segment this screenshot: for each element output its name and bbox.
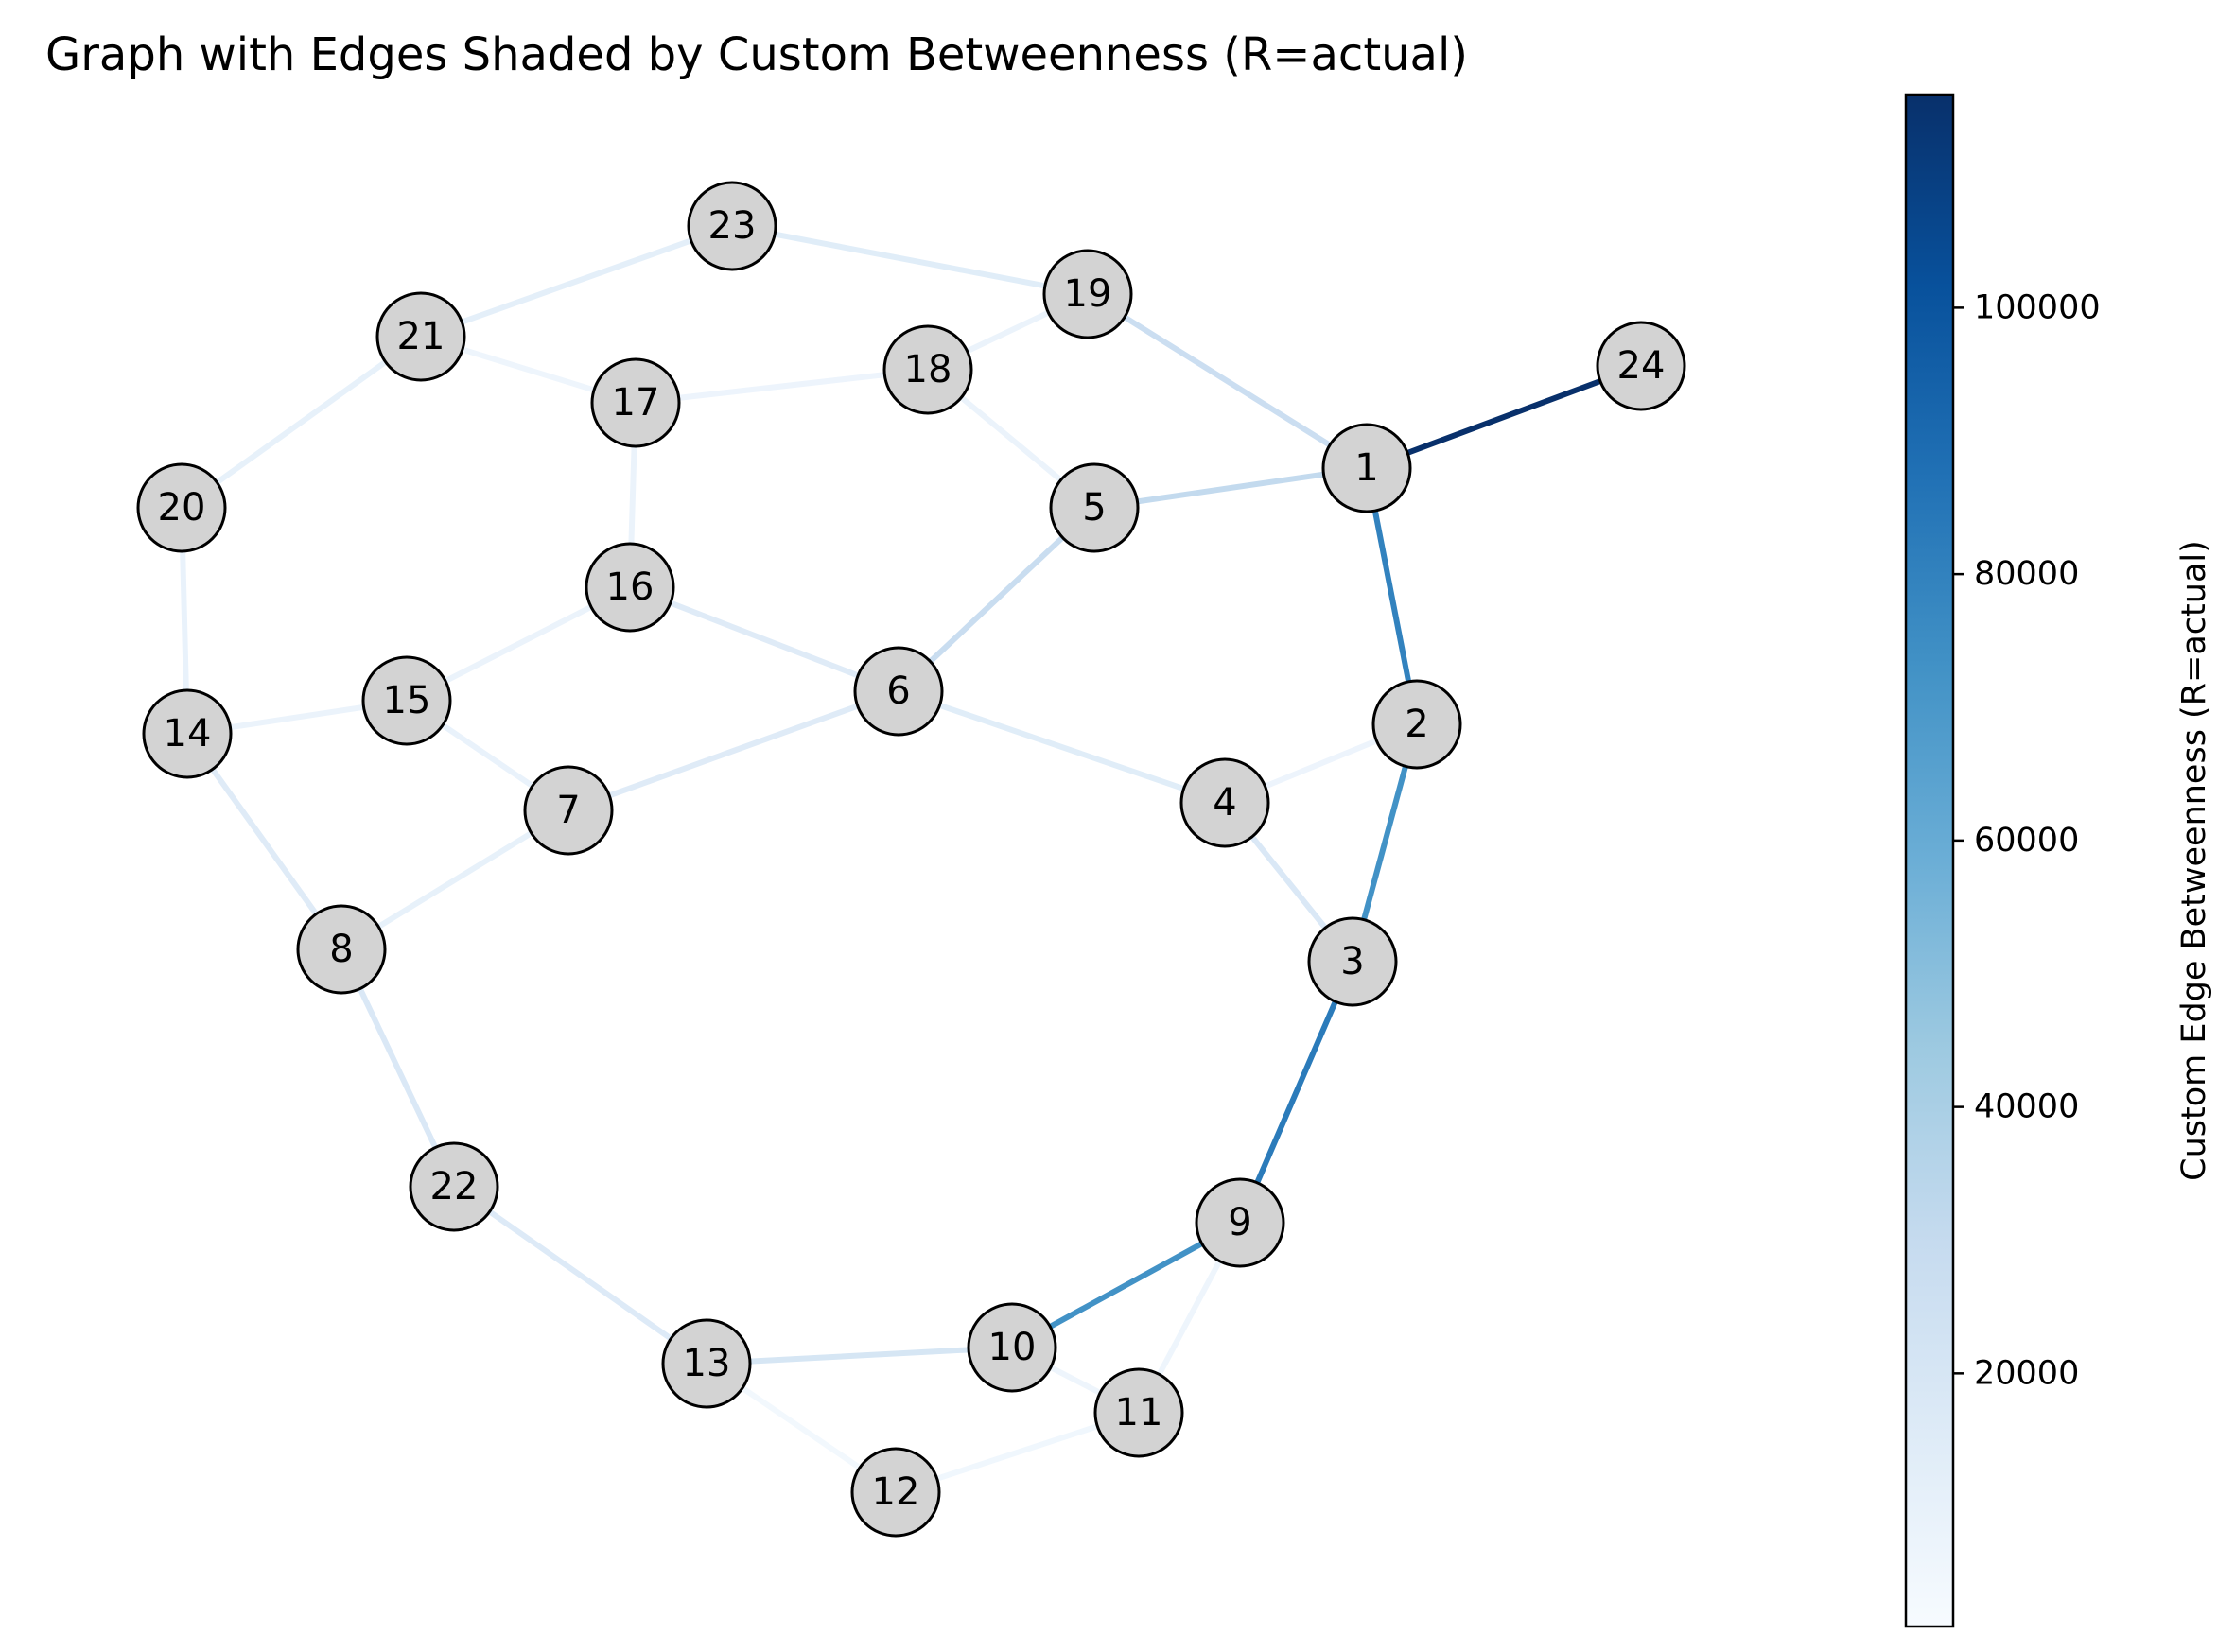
colorbar-tick-label: 100000 [1974, 288, 2101, 326]
node-label: 14 [164, 712, 212, 756]
node-label: 2 [1405, 703, 1428, 746]
node-label: 16 [606, 565, 655, 609]
node-circle [361, 655, 452, 746]
node-circle [1042, 249, 1133, 339]
figure-title: Graph with Edges Shaded by Custom Betwee… [45, 28, 1468, 81]
node-circle [853, 646, 944, 737]
edge-6-7 [566, 688, 901, 813]
colorbar-ticks: 20000 40000 60000 80000 100000 [1953, 288, 2101, 1392]
node-2: 2 [1371, 679, 1462, 770]
node-13: 13 [661, 1318, 752, 1409]
node-circle [967, 1302, 1057, 1393]
colorbar: 20000 40000 60000 80000 100000 Custom Edge B… [1904, 93, 2213, 1628]
node-circle [687, 181, 777, 271]
node-5: 5 [1049, 462, 1140, 553]
edge-1-5 [1091, 465, 1370, 511]
node-24: 24 [1596, 321, 1686, 411]
node-circle [375, 291, 466, 382]
node-label: 12 [872, 1470, 920, 1514]
node-12: 12 [850, 1447, 941, 1538]
node-label: 9 [1228, 1201, 1251, 1244]
edge-6-16 [627, 584, 901, 694]
node-circle [409, 1141, 499, 1232]
node-label: 20 [158, 486, 206, 530]
node-circle [1093, 1367, 1184, 1458]
node-label: 3 [1340, 940, 1364, 983]
node-circle [1195, 1177, 1285, 1268]
node-label: 8 [329, 928, 353, 971]
node-9: 9 [1195, 1177, 1285, 1268]
node-label: 19 [1064, 272, 1112, 316]
edge-13-22 [451, 1184, 709, 1366]
edges-layer [179, 223, 1644, 1495]
node-circle [1049, 462, 1140, 553]
node-circle [1371, 679, 1462, 770]
colorbar-tick-label: 80000 [1974, 555, 2079, 593]
node-label: 5 [1082, 486, 1106, 530]
node-22: 22 [409, 1141, 499, 1232]
node-circle [590, 357, 681, 448]
edge-21-20 [179, 334, 424, 511]
colorbar-label: Custom Edge Betweenness (R=actual) [2175, 540, 2213, 1181]
node-circle [1596, 321, 1686, 411]
node-circle [523, 765, 614, 856]
node-label: 11 [1115, 1391, 1163, 1435]
node-6: 6 [853, 646, 944, 737]
edge-6-4 [896, 688, 1228, 806]
node-label: 21 [397, 315, 445, 358]
node-circle [136, 462, 227, 553]
node-label: 7 [556, 789, 580, 832]
node-label: 23 [708, 204, 757, 248]
edge-10-13 [704, 1345, 1015, 1366]
node-label: 17 [612, 381, 660, 425]
node-circle [585, 542, 675, 633]
edge-1-24 [1364, 363, 1644, 471]
node-4: 4 [1179, 757, 1270, 848]
edge-3-9 [1237, 959, 1355, 1226]
node-circle [1321, 423, 1412, 513]
node-circle [1179, 757, 1270, 848]
node-circle [142, 688, 233, 779]
node-23: 23 [687, 181, 777, 271]
node-21: 21 [375, 291, 466, 382]
colorbar-tick-label: 40000 [1974, 1088, 2079, 1126]
node-label: 6 [886, 669, 910, 713]
node-14: 14 [142, 688, 233, 779]
node-10: 10 [967, 1302, 1057, 1393]
node-18: 18 [882, 324, 973, 415]
node-16: 16 [585, 542, 675, 633]
edge-17-18 [633, 367, 931, 406]
node-label: 4 [1213, 781, 1236, 825]
node-1: 1 [1321, 423, 1412, 513]
edge-21-23 [418, 223, 735, 339]
node-label: 10 [988, 1326, 1037, 1369]
node-circle [850, 1447, 941, 1538]
edge-1-19 [1085, 291, 1370, 471]
colorbar-tick-label: 20000 [1974, 1354, 2079, 1392]
node-3: 3 [1307, 916, 1398, 1007]
node-11: 11 [1093, 1367, 1184, 1458]
node-circle [661, 1318, 752, 1409]
node-label: 15 [383, 679, 431, 722]
node-15: 15 [361, 655, 452, 746]
node-17: 17 [590, 357, 681, 448]
colorbar-tick-label: 60000 [1974, 822, 2079, 860]
node-circle [1307, 916, 1398, 1007]
node-7: 7 [523, 765, 614, 856]
colorbar-gradient [1904, 93, 1955, 1628]
node-8: 8 [296, 904, 387, 995]
node-circle [882, 324, 973, 415]
node-19: 19 [1042, 249, 1133, 339]
node-label: 22 [430, 1165, 479, 1209]
edge-19-23 [729, 223, 1091, 297]
node-circle [296, 904, 387, 995]
node-label: 13 [683, 1342, 731, 1385]
node-20: 20 [136, 462, 227, 553]
node-label: 1 [1354, 446, 1378, 490]
node-label: 18 [904, 348, 952, 391]
node-label: 24 [1617, 344, 1666, 388]
